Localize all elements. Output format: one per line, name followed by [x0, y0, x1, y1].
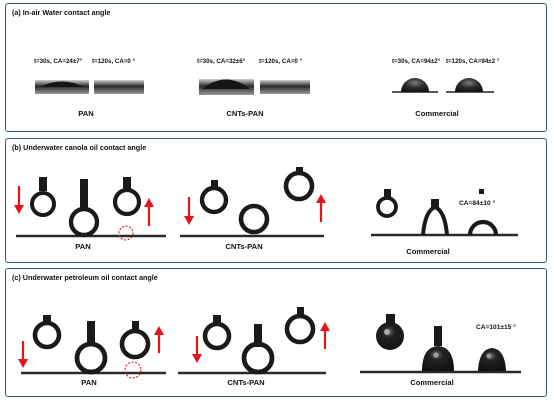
needle: [43, 315, 51, 325]
oil-droplet: [199, 185, 229, 215]
panel-b-scene: [14, 167, 518, 241]
needle: [431, 199, 439, 208]
panel-b-title: (b) Underwater canola oil contact angle: [12, 143, 147, 152]
oil-droplet: [283, 170, 315, 202]
up-arrow-icon: [320, 322, 330, 349]
panel-b: (b) Underwater canola oil contact angle …: [5, 138, 547, 263]
needle: [132, 321, 139, 331]
panel-c-label-pan: PAN: [81, 378, 97, 387]
pan-t120-caption: t=120s, CA=0 °: [92, 58, 136, 65]
oil-droplet: [376, 196, 398, 218]
panel-c-label-commercial: Commercial: [410, 378, 454, 387]
deformed-droplet: [422, 346, 454, 371]
cnt-t30-caption: t=30s, CA=32±6°: [197, 58, 246, 65]
needle: [297, 307, 304, 316]
panel-a-label-pan: PAN: [78, 109, 94, 118]
panel-c-label-cnt: CNTs-PAN: [227, 378, 265, 387]
droplet-highlight: [384, 329, 390, 335]
oil-droplet: [202, 321, 232, 351]
droplet: [202, 79, 250, 89]
needle-tip: [479, 189, 484, 194]
up-arrow-icon: [144, 198, 154, 226]
needle: [80, 179, 88, 209]
needle: [296, 167, 303, 174]
panel-c: (c) Underwater petroleum oil contact ang…: [5, 268, 547, 397]
dashed-circle-marker: [118, 225, 134, 241]
droplet: [455, 78, 483, 92]
needle: [213, 315, 221, 325]
cnt-t120-caption: t=120s, CA=0 °: [259, 58, 303, 65]
panel-b-label-cnt: CNTs-PAN: [225, 242, 263, 251]
down-arrow-icon: [192, 336, 202, 363]
panel-a: (a) In-air Water contact angle t=30s, CA…: [5, 3, 547, 132]
surface-strip: [94, 80, 144, 94]
panel-a-scene: [35, 78, 494, 95]
oil-droplet: [241, 341, 275, 375]
panel-a-title: (a) In-air Water contact angle: [12, 8, 111, 17]
up-arrow-icon: [316, 194, 326, 222]
needle: [87, 321, 95, 346]
commercial-ca-caption: CA=84±10 °: [459, 200, 496, 207]
needle: [211, 180, 218, 188]
down-arrow-icon: [18, 341, 28, 368]
commercial-ca-caption: CA=101±15 °: [476, 324, 516, 331]
pan-t30-caption: t=30s, CA=24±7°: [34, 58, 83, 65]
oil-droplet: [376, 322, 404, 350]
oil-droplet: [30, 191, 56, 217]
needle: [386, 314, 395, 324]
sessile-droplet: [478, 348, 506, 371]
panel-b-label-commercial: Commercial: [406, 247, 450, 256]
droplet-highlight: [433, 352, 439, 358]
sessile-droplet: [467, 219, 499, 236]
oil-droplet: [112, 187, 142, 217]
oil-droplet: [284, 313, 316, 345]
oil-droplet: [32, 320, 62, 350]
dashed-circle-marker: [124, 361, 142, 379]
panel-b-label-pan: PAN: [75, 242, 91, 251]
needle: [123, 177, 131, 189]
up-arrow-icon: [154, 326, 164, 353]
oil-droplet: [119, 328, 151, 360]
down-arrow-icon: [14, 186, 24, 214]
down-arrow-icon: [184, 197, 194, 225]
com-t120-caption: t=120s, CA=94±2 °: [446, 58, 500, 65]
panel-a-label-cnt: CNTs-PAN: [226, 109, 264, 118]
com-t30-caption: t=30s, CA=94±2°: [392, 58, 441, 65]
needle: [39, 177, 47, 191]
needle: [384, 189, 391, 198]
deformed-droplet: [421, 204, 449, 236]
oil-droplet: [68, 206, 100, 238]
panel-a-label-commercial: Commercial: [415, 109, 459, 118]
panel-c-scene: [18, 307, 521, 379]
oil-droplet: [238, 203, 270, 235]
droplet-highlight: [486, 353, 492, 359]
oil-droplet: [74, 341, 108, 375]
needle: [434, 326, 442, 346]
panel-c-title: (c) Underwater petroleum oil contact ang…: [12, 273, 158, 282]
droplet: [401, 78, 429, 92]
needle: [254, 324, 262, 347]
flat-droplet: [40, 81, 84, 87]
surface-strip: [260, 80, 310, 94]
